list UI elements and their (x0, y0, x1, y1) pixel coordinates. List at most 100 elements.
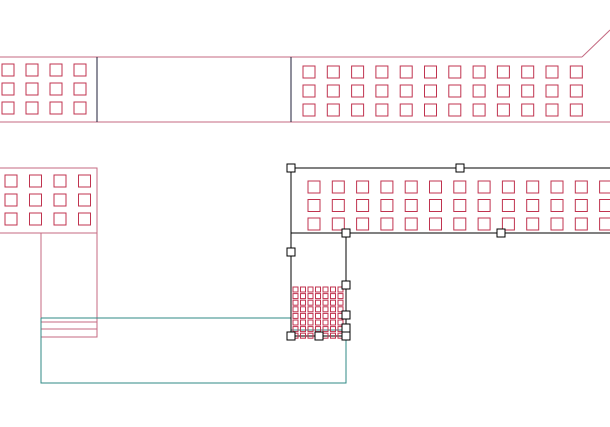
seat[interactable] (330, 306, 336, 313)
seat[interactable] (315, 293, 321, 300)
seat[interactable] (424, 103, 437, 117)
seat[interactable] (322, 293, 329, 300)
seat[interactable] (477, 180, 491, 194)
seat-block-mid-left[interactable] (4, 174, 91, 226)
seat[interactable] (326, 103, 340, 117)
seat[interactable] (545, 84, 559, 98)
seat[interactable] (356, 199, 370, 212)
seat[interactable] (330, 299, 336, 306)
seat[interactable] (496, 103, 510, 117)
seat[interactable] (599, 180, 610, 194)
seat[interactable] (501, 180, 515, 194)
seat[interactable] (307, 326, 314, 333)
seat[interactable] (521, 84, 535, 98)
seat[interactable] (375, 65, 389, 79)
seat[interactable] (307, 299, 314, 306)
seat[interactable] (599, 217, 610, 231)
seat[interactable] (322, 306, 329, 313)
seat-block-top-left[interactable] (1, 63, 87, 115)
seat[interactable] (307, 306, 314, 313)
seat[interactable] (550, 199, 564, 212)
seat[interactable] (375, 103, 389, 117)
seat[interactable] (448, 84, 462, 98)
seat[interactable] (300, 286, 306, 293)
seat[interactable] (25, 63, 39, 77)
seat[interactable] (292, 299, 299, 306)
resize-handle[interactable] (341, 280, 351, 290)
resize-handle[interactable] (341, 331, 351, 341)
seat[interactable] (292, 286, 299, 293)
seat[interactable] (550, 180, 564, 194)
seat[interactable] (526, 199, 540, 212)
seat[interactable] (477, 199, 491, 212)
seat[interactable] (429, 199, 442, 212)
seat[interactable] (322, 312, 329, 319)
seat[interactable] (300, 293, 306, 300)
seat[interactable] (300, 306, 306, 313)
seat[interactable] (521, 103, 535, 117)
seat[interactable] (4, 193, 18, 207)
seat[interactable] (330, 319, 336, 326)
seat[interactable] (1, 63, 15, 77)
seat[interactable] (53, 174, 67, 188)
seat[interactable] (1, 82, 15, 96)
seat[interactable] (453, 199, 467, 212)
resize-handle[interactable] (286, 331, 296, 341)
seat[interactable] (315, 299, 321, 306)
seat[interactable] (307, 293, 314, 300)
seat[interactable] (330, 332, 336, 339)
seat[interactable] (315, 326, 321, 333)
seat[interactable] (307, 199, 321, 212)
seat[interactable] (322, 319, 329, 326)
seat[interactable] (331, 180, 345, 194)
seat[interactable] (574, 217, 588, 231)
seat-block-mid-right[interactable] (307, 180, 610, 231)
seat[interactable] (399, 103, 413, 117)
seat[interactable] (599, 199, 610, 212)
seat[interactable] (331, 217, 345, 231)
seat[interactable] (521, 65, 535, 79)
seat[interactable] (380, 217, 394, 231)
seat[interactable] (429, 217, 442, 231)
seat[interactable] (545, 103, 559, 117)
seat[interactable] (331, 199, 345, 212)
seat[interactable] (326, 65, 340, 79)
seat[interactable] (322, 326, 329, 333)
seat[interactable] (300, 319, 306, 326)
seat[interactable] (300, 326, 306, 333)
seat[interactable] (49, 63, 63, 77)
seat[interactable] (526, 217, 540, 231)
seat[interactable] (337, 306, 344, 313)
seat[interactable] (399, 84, 413, 98)
seat[interactable] (292, 293, 299, 300)
seat[interactable] (501, 199, 515, 212)
seat[interactable] (380, 180, 394, 194)
seat[interactable] (49, 101, 63, 115)
seat[interactable] (337, 293, 344, 300)
seat[interactable] (569, 103, 583, 117)
seat[interactable] (307, 312, 314, 319)
seat[interactable] (496, 65, 510, 79)
seat[interactable] (307, 217, 321, 231)
resize-handle[interactable] (286, 163, 296, 173)
seat[interactable] (380, 199, 394, 212)
seat[interactable] (307, 319, 314, 326)
seat[interactable] (453, 217, 467, 231)
seat[interactable] (337, 299, 344, 306)
seat[interactable] (302, 103, 316, 117)
resize-handle[interactable] (286, 247, 296, 257)
seat[interactable] (315, 306, 321, 313)
seat[interactable] (25, 101, 39, 115)
top-hall-outline[interactable] (0, 29, 610, 123)
seat[interactable] (302, 65, 316, 79)
seat[interactable] (472, 103, 486, 117)
seat[interactable] (292, 306, 299, 313)
seat[interactable] (53, 193, 67, 207)
seat[interactable] (73, 101, 87, 115)
seat[interactable] (292, 319, 299, 326)
seat[interactable] (424, 84, 437, 98)
seat[interactable] (330, 312, 336, 319)
seat[interactable] (399, 65, 413, 79)
seat[interactable] (550, 217, 564, 231)
seat[interactable] (472, 84, 486, 98)
